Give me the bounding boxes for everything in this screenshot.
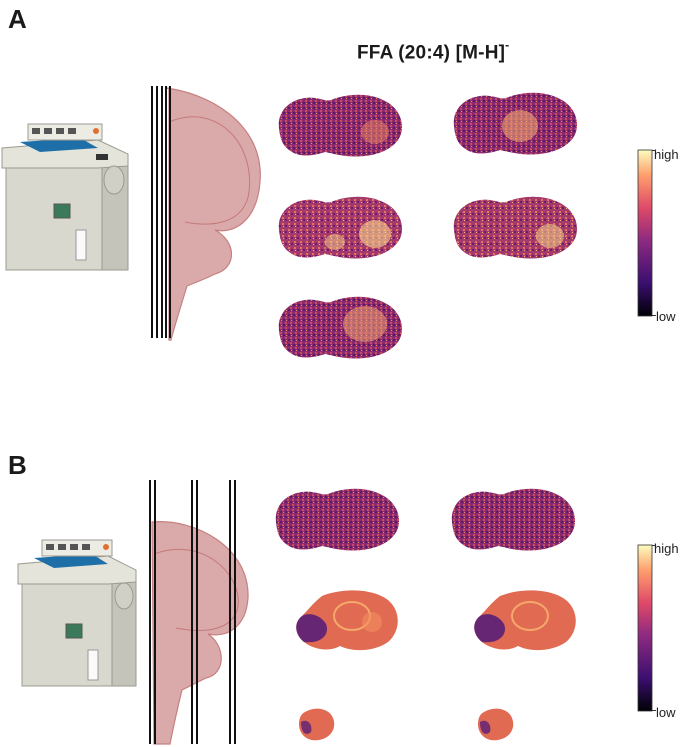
msi-section-b1 <box>275 488 400 551</box>
brain-sections-diagram-a <box>151 86 261 341</box>
msi-section-b5 <box>299 708 335 741</box>
msi-section-a5 <box>278 296 403 359</box>
msi-section-b2 <box>451 488 576 551</box>
colorbar-b <box>637 544 656 712</box>
brain-illustration <box>164 87 261 341</box>
msi-section-a1 <box>278 94 403 157</box>
colorbar-b-high-label: high <box>654 541 679 556</box>
title-superscript: - <box>505 38 510 52</box>
brain-illustration <box>151 521 249 745</box>
msi-section-b3 <box>296 590 398 651</box>
colorbar-b-low-label: low <box>656 705 676 720</box>
msi-section-b4 <box>474 590 576 651</box>
panel-a-label: A <box>8 4 27 34</box>
msi-section-a4 <box>453 196 578 259</box>
panel-b-label: B <box>8 450 27 480</box>
colorbar-a-high-label: high <box>654 147 679 162</box>
brain-sections-diagram-b <box>149 480 249 745</box>
msi-section-a2 <box>453 92 578 155</box>
title-text: FFA (20:4) [M-H] <box>357 42 506 64</box>
cryostat-illustration-b <box>17 539 137 687</box>
figure-title: FFA (20:4) [M-H]- <box>357 38 510 64</box>
colorbar-a <box>637 149 656 317</box>
msi-section-b6 <box>478 708 514 741</box>
cryostat-illustration-a <box>1 123 129 271</box>
colorbar-a-low-label: low <box>656 309 676 324</box>
msi-section-a3 <box>278 196 403 259</box>
